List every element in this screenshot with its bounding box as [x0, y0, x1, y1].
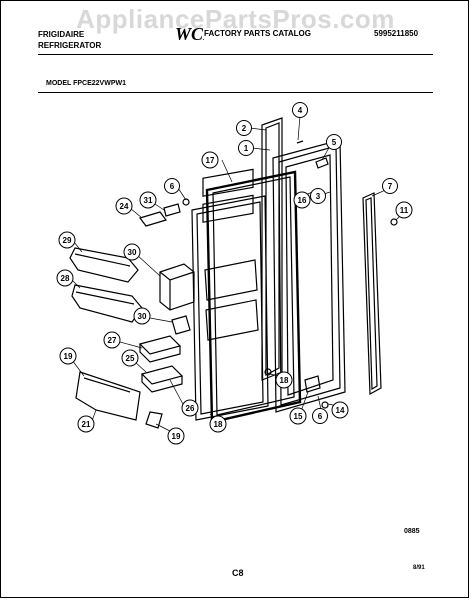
callout-3 [310, 188, 326, 204]
model-rule [38, 92, 433, 93]
door-gasket [261, 117, 283, 381]
part-4 [296, 140, 304, 144]
svg-text:3: 3 [316, 192, 321, 201]
callout-25 [181, 399, 199, 417]
callout-14 [293, 191, 311, 209]
brand-line2: REFRIGERATOR [38, 41, 102, 50]
brand-line1: FRIGIDAIRE [38, 30, 85, 39]
callouts: 2 1 4 5 17 6 16 3 7 11 31 24 29 30 28 30 [56, 102, 413, 445]
svg-text:2: 2 [242, 124, 247, 133]
inner-door-liner [191, 168, 269, 421]
svg-text:11: 11 [400, 206, 409, 215]
drawing-code: 0885 [404, 528, 420, 535]
callout-28 [58, 231, 76, 249]
svg-text:18: 18 [280, 376, 289, 385]
svg-text:27: 27 [108, 336, 117, 345]
callout-5 [326, 134, 342, 150]
callout-17 [209, 415, 227, 433]
callout-18 [167, 427, 185, 445]
svg-text:26: 26 [186, 404, 195, 413]
catalog-title: FACTORY PARTS CATALOG [204, 29, 311, 38]
svg-text:25: 25 [126, 354, 135, 363]
callout-24 [121, 349, 139, 367]
bracket [171, 315, 191, 335]
callout-19 [59, 347, 77, 365]
callout-26 [103, 331, 121, 349]
callout-15 [201, 151, 219, 169]
callout-11 [395, 201, 413, 219]
svg-text:16: 16 [298, 196, 307, 205]
callout-4 [292, 102, 308, 118]
svg-text:5: 5 [332, 138, 337, 147]
svg-text:21: 21 [82, 420, 91, 429]
callout-21 [77, 415, 95, 433]
svg-text:19: 19 [172, 432, 181, 441]
svg-text:31: 31 [144, 196, 153, 205]
screws [182, 198, 398, 409]
callout-1 [238, 140, 254, 156]
header-rule [38, 54, 433, 55]
svg-text:29: 29 [63, 236, 72, 245]
svg-text:28: 28 [61, 274, 70, 283]
callout-7 [382, 178, 398, 194]
svg-text:7: 7 [388, 182, 393, 191]
part-number: 5995211850 [374, 29, 419, 38]
svg-text:18: 18 [214, 420, 223, 429]
hinge [304, 375, 321, 393]
wci-logo-icon: WCI [175, 24, 204, 43]
callout-2 [236, 120, 252, 136]
small-parts [139, 203, 181, 227]
svg-text:4: 4 [298, 106, 303, 115]
page-number: C8 [232, 568, 244, 578]
watermark: AppliancePartsPros.com [76, 4, 395, 34]
svg-text:1: 1 [244, 144, 249, 153]
svg-text:14: 14 [336, 406, 345, 415]
bottom-bin [75, 371, 163, 429]
callout-12 [331, 401, 349, 419]
callout-29 [123, 243, 141, 261]
svg-text:30: 30 [128, 248, 137, 257]
trim-strip [362, 192, 382, 395]
svg-text:6: 6 [318, 412, 323, 421]
model-line: MODEL FPCE22VWPW1 [46, 80, 126, 87]
svg-text:15: 15 [294, 412, 303, 421]
svg-text:17: 17 [206, 156, 215, 165]
inner-gasket [205, 170, 302, 424]
callout-23 [115, 197, 133, 215]
callout-16 [275, 371, 293, 389]
callout-6a [164, 178, 180, 194]
callout-30 [133, 307, 151, 325]
dispenser-box [159, 263, 195, 311]
callout-27 [56, 269, 74, 287]
svg-text:19: 19 [64, 352, 73, 361]
callout-13 [289, 407, 307, 425]
callout-6b [312, 408, 328, 424]
door-bins [138, 335, 184, 393]
callout-31 [139, 191, 157, 209]
outer-door-panel [272, 139, 346, 413]
svg-text:30: 30 [138, 312, 147, 321]
svg-text:24: 24 [120, 202, 129, 211]
svg-text:6: 6 [170, 182, 175, 191]
logo-text: WCI [175, 24, 204, 43]
revision-date: 8/91 [413, 565, 425, 571]
